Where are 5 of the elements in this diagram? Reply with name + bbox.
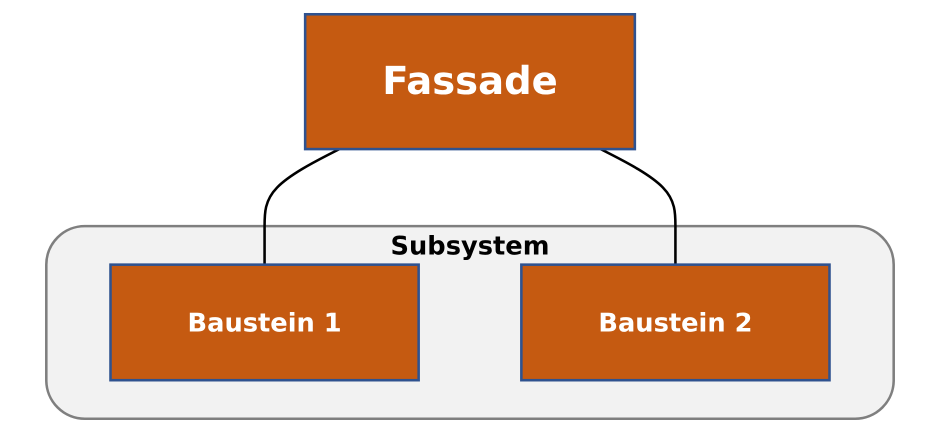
- connector: [263, 148, 340, 265]
- node-box: Baustein 2: [520, 263, 831, 382]
- node-box: Baustein 1: [109, 263, 420, 382]
- node-box: Fassade: [304, 12, 636, 150]
- connector: [600, 148, 677, 265]
